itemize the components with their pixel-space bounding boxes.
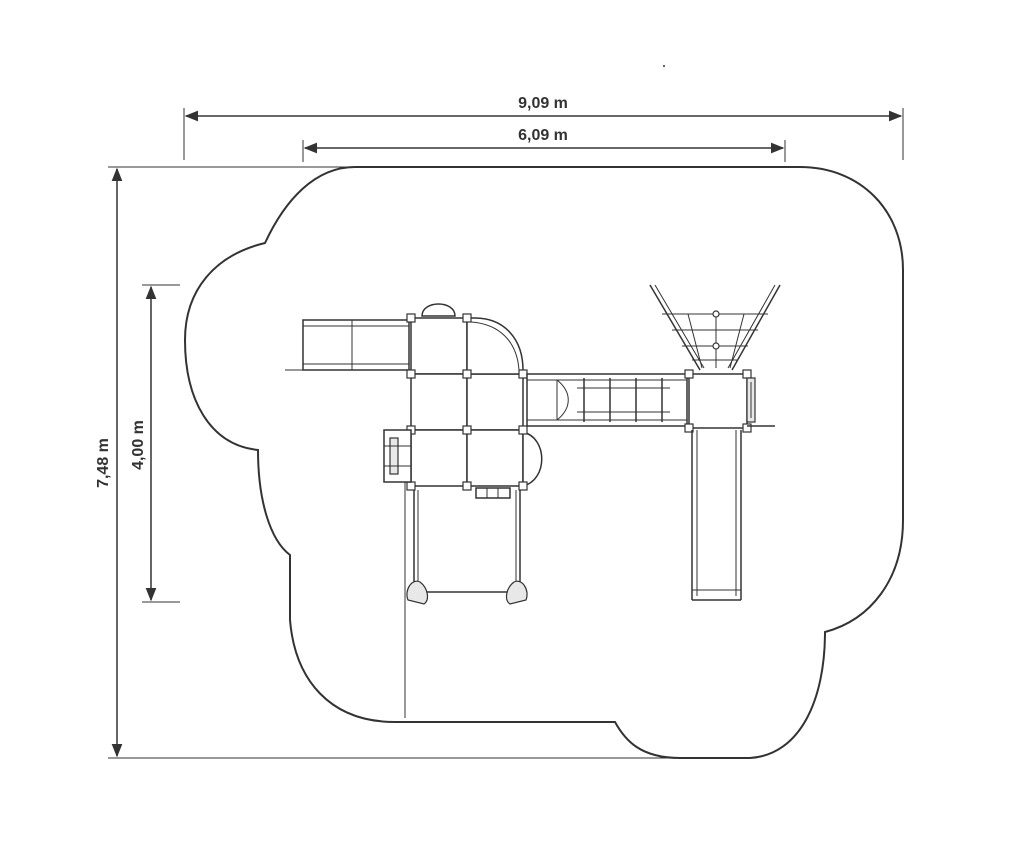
equipment-depth-dimension: 4,00 m xyxy=(130,284,180,603)
overall-depth-label: 7,48 m xyxy=(95,438,112,488)
drawing-speck xyxy=(663,65,665,67)
main-tower xyxy=(406,313,543,499)
right-tower xyxy=(684,369,775,433)
equipment-depth-label: 4,00 m xyxy=(130,420,147,470)
left-slide xyxy=(285,319,410,371)
left-climbing-panel xyxy=(383,429,412,483)
connecting-bridge xyxy=(526,373,688,427)
safety-zone-outline xyxy=(183,166,904,759)
overall-depth-dimension: 7,48 m xyxy=(95,166,680,759)
equipment-width-label: 6,09 m xyxy=(518,127,568,144)
roof-dome xyxy=(421,303,456,317)
equipment-width-dimension: 6,09 m xyxy=(302,127,786,162)
net-climber xyxy=(649,284,781,371)
overall-width-dimension: 9,09 m xyxy=(183,95,904,160)
bottom-slide xyxy=(406,490,528,605)
overall-width-label: 9,09 m xyxy=(518,95,568,112)
right-slide xyxy=(691,430,742,601)
